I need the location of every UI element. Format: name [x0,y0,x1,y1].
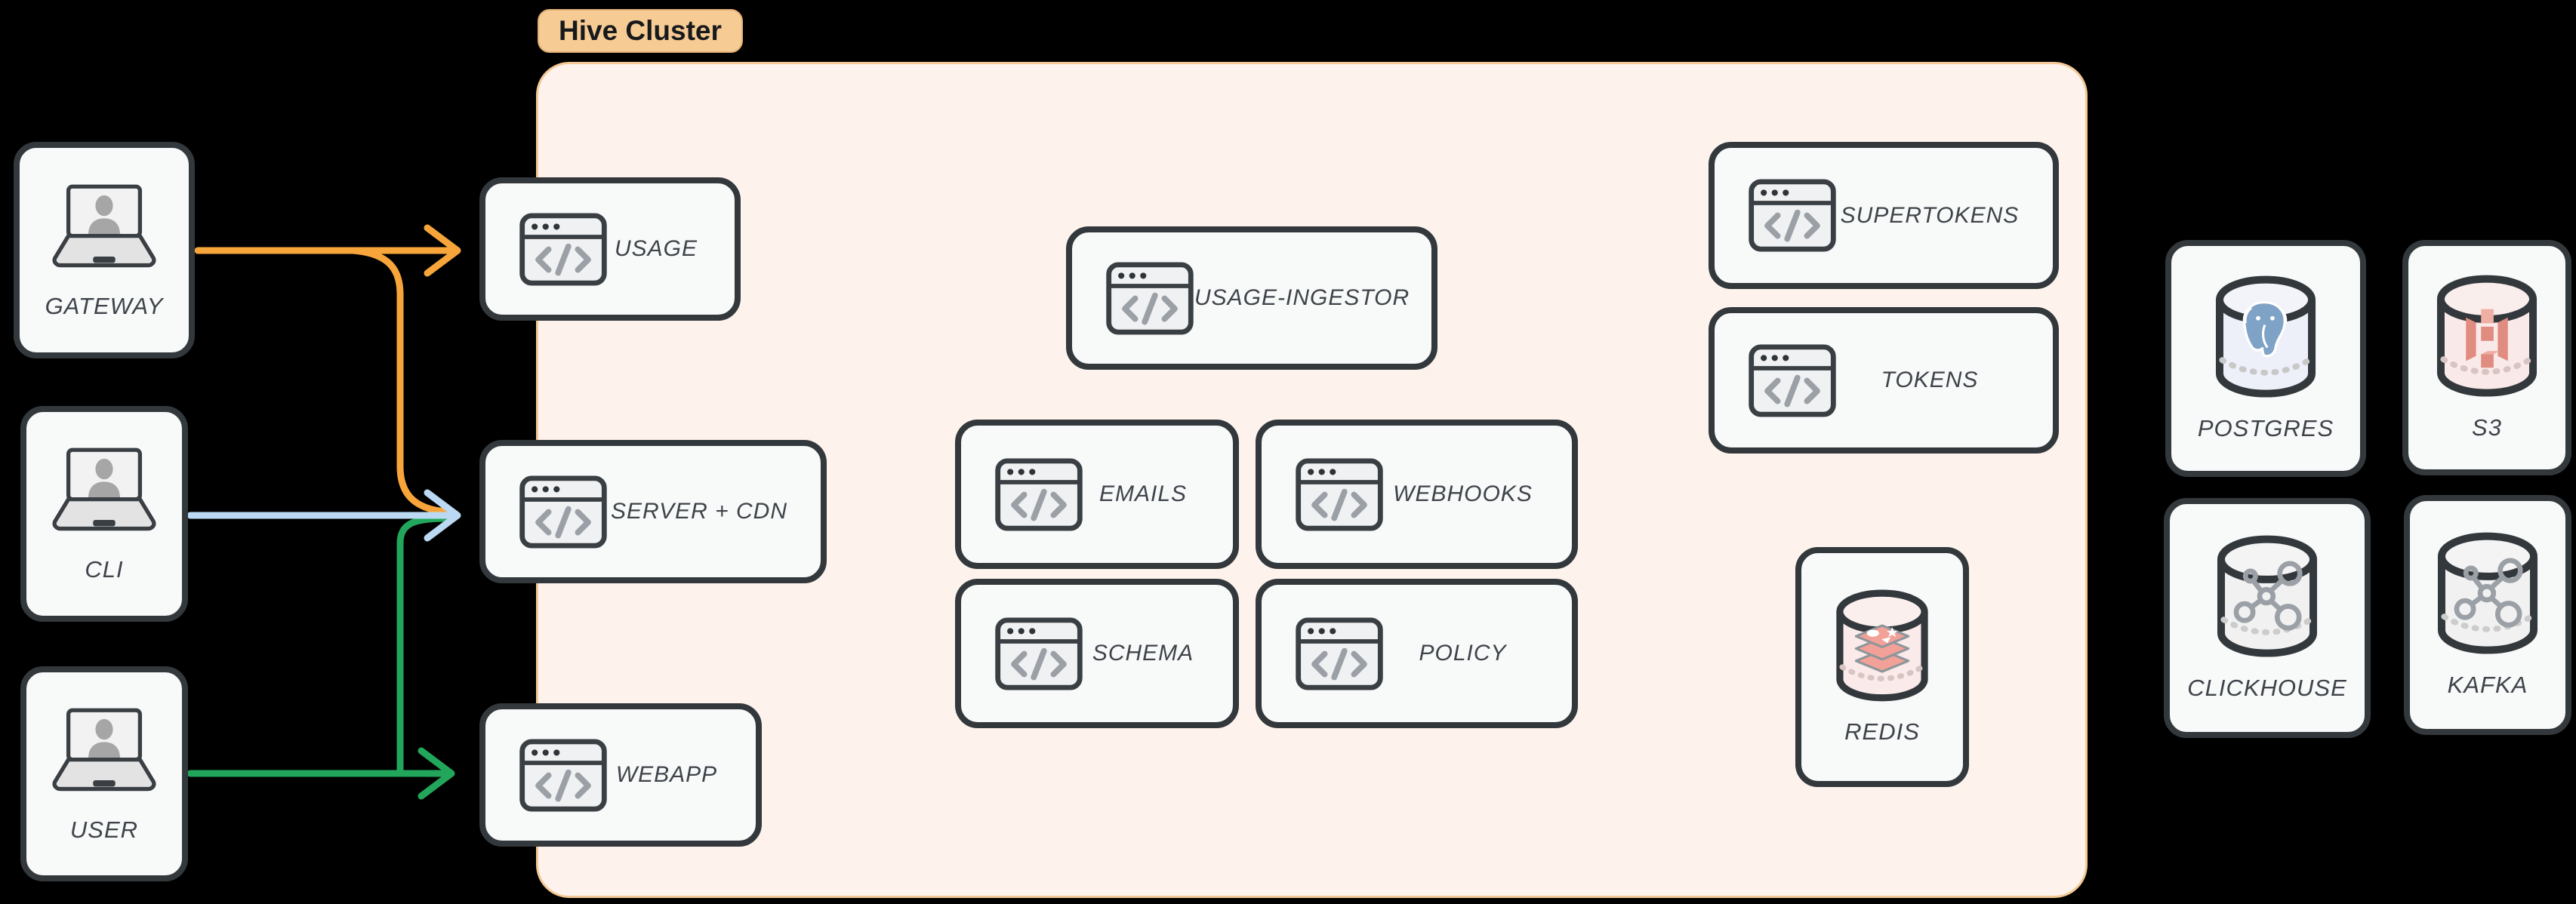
browser-code-icon [1105,262,1194,335]
hive-cluster-badge: Hive Cluster [538,9,743,53]
kafka-database-icon [2423,531,2553,661]
node-usage-ingestor: USAGE-INGESTOR [1066,226,1437,370]
browser-code-icon [519,475,608,549]
node-tokens: TOKENS [1709,307,2059,454]
node-usage: USAGE [479,177,741,321]
node-redis: REDIS [1795,547,1969,787]
node-policy-label: POLICY [1419,641,1507,666]
edge-cli-server-cdn-arrowhead [424,489,461,542]
browser-code-icon [994,617,1083,690]
node-clickhouse: CLICKHOUSE [2164,498,2371,738]
s3-database-icon [2422,274,2552,404]
node-s3: S3 [2402,240,2571,475]
redis-database-icon [1823,589,1942,708]
laptop-user-icon [45,181,164,273]
browser-code-icon [1748,344,1837,417]
node-server-cdn: SERVER + CDN [479,440,827,583]
node-postgres: POSTGRES [2165,240,2366,477]
node-supertokens: SUPERTOKENS [1709,142,2059,289]
node-usage-ingestor-label: USAGE-INGESTOR [1194,285,1410,310]
laptop-user-icon [45,444,164,537]
clickhouse-database-icon [2202,534,2332,664]
node-cli: CLI [20,406,188,622]
edge-gateway-usage-arrowhead [424,224,461,277]
node-kafka-label: KAFKA [2447,672,2528,698]
node-webhooks: WEBHOOKS [1256,420,1578,569]
browser-code-icon [1295,458,1384,531]
node-gateway: GATEWAY [14,142,195,358]
node-postgres-label: POSTGRES [2197,415,2334,441]
node-user: USER [20,666,188,881]
laptop-user-icon [45,705,164,797]
node-policy: POLICY [1256,579,1578,728]
browser-code-icon [519,739,608,812]
node-schema-label: SCHEMA [1092,641,1194,666]
node-usage-label: USAGE [614,236,698,261]
browser-code-icon [1748,179,1837,252]
node-webhooks-label: WEBHOOKS [1393,481,1533,506]
node-tokens-label: TOKENS [1881,367,1979,392]
node-user-label: USER [69,816,139,843]
browser-code-icon [994,458,1083,531]
browser-code-icon [1295,617,1384,690]
node-cli-label: CLI [85,556,124,583]
node-kafka: KAFKA [2404,495,2571,735]
edge-user-webapp-arrowhead [418,747,455,800]
node-redis-label: REDIS [1844,718,1920,745]
node-schema: SCHEMA [955,579,1239,728]
node-supertokens-label: SUPERTOKENS [1840,202,2020,228]
hive-cluster-badge-label: Hive Cluster [559,15,722,46]
node-clickhouse-label: CLICKHOUSE [2187,675,2347,701]
browser-code-icon [519,213,608,286]
node-emails-label: EMAILS [1098,481,1188,506]
node-emails: EMAILS [955,420,1239,569]
node-gateway-label: GATEWAY [45,292,164,319]
node-server-cdn-label: SERVER + CDN [610,499,787,524]
node-s3-label: S3 [2472,414,2502,441]
edge-user-server-cdn [396,515,449,774]
edge-gateway-server-cdn [350,247,449,515]
postgres-database-icon [2201,275,2331,404]
node-webapp: WEBAPP [479,703,762,847]
node-webapp-label: WEBAPP [615,762,718,787]
